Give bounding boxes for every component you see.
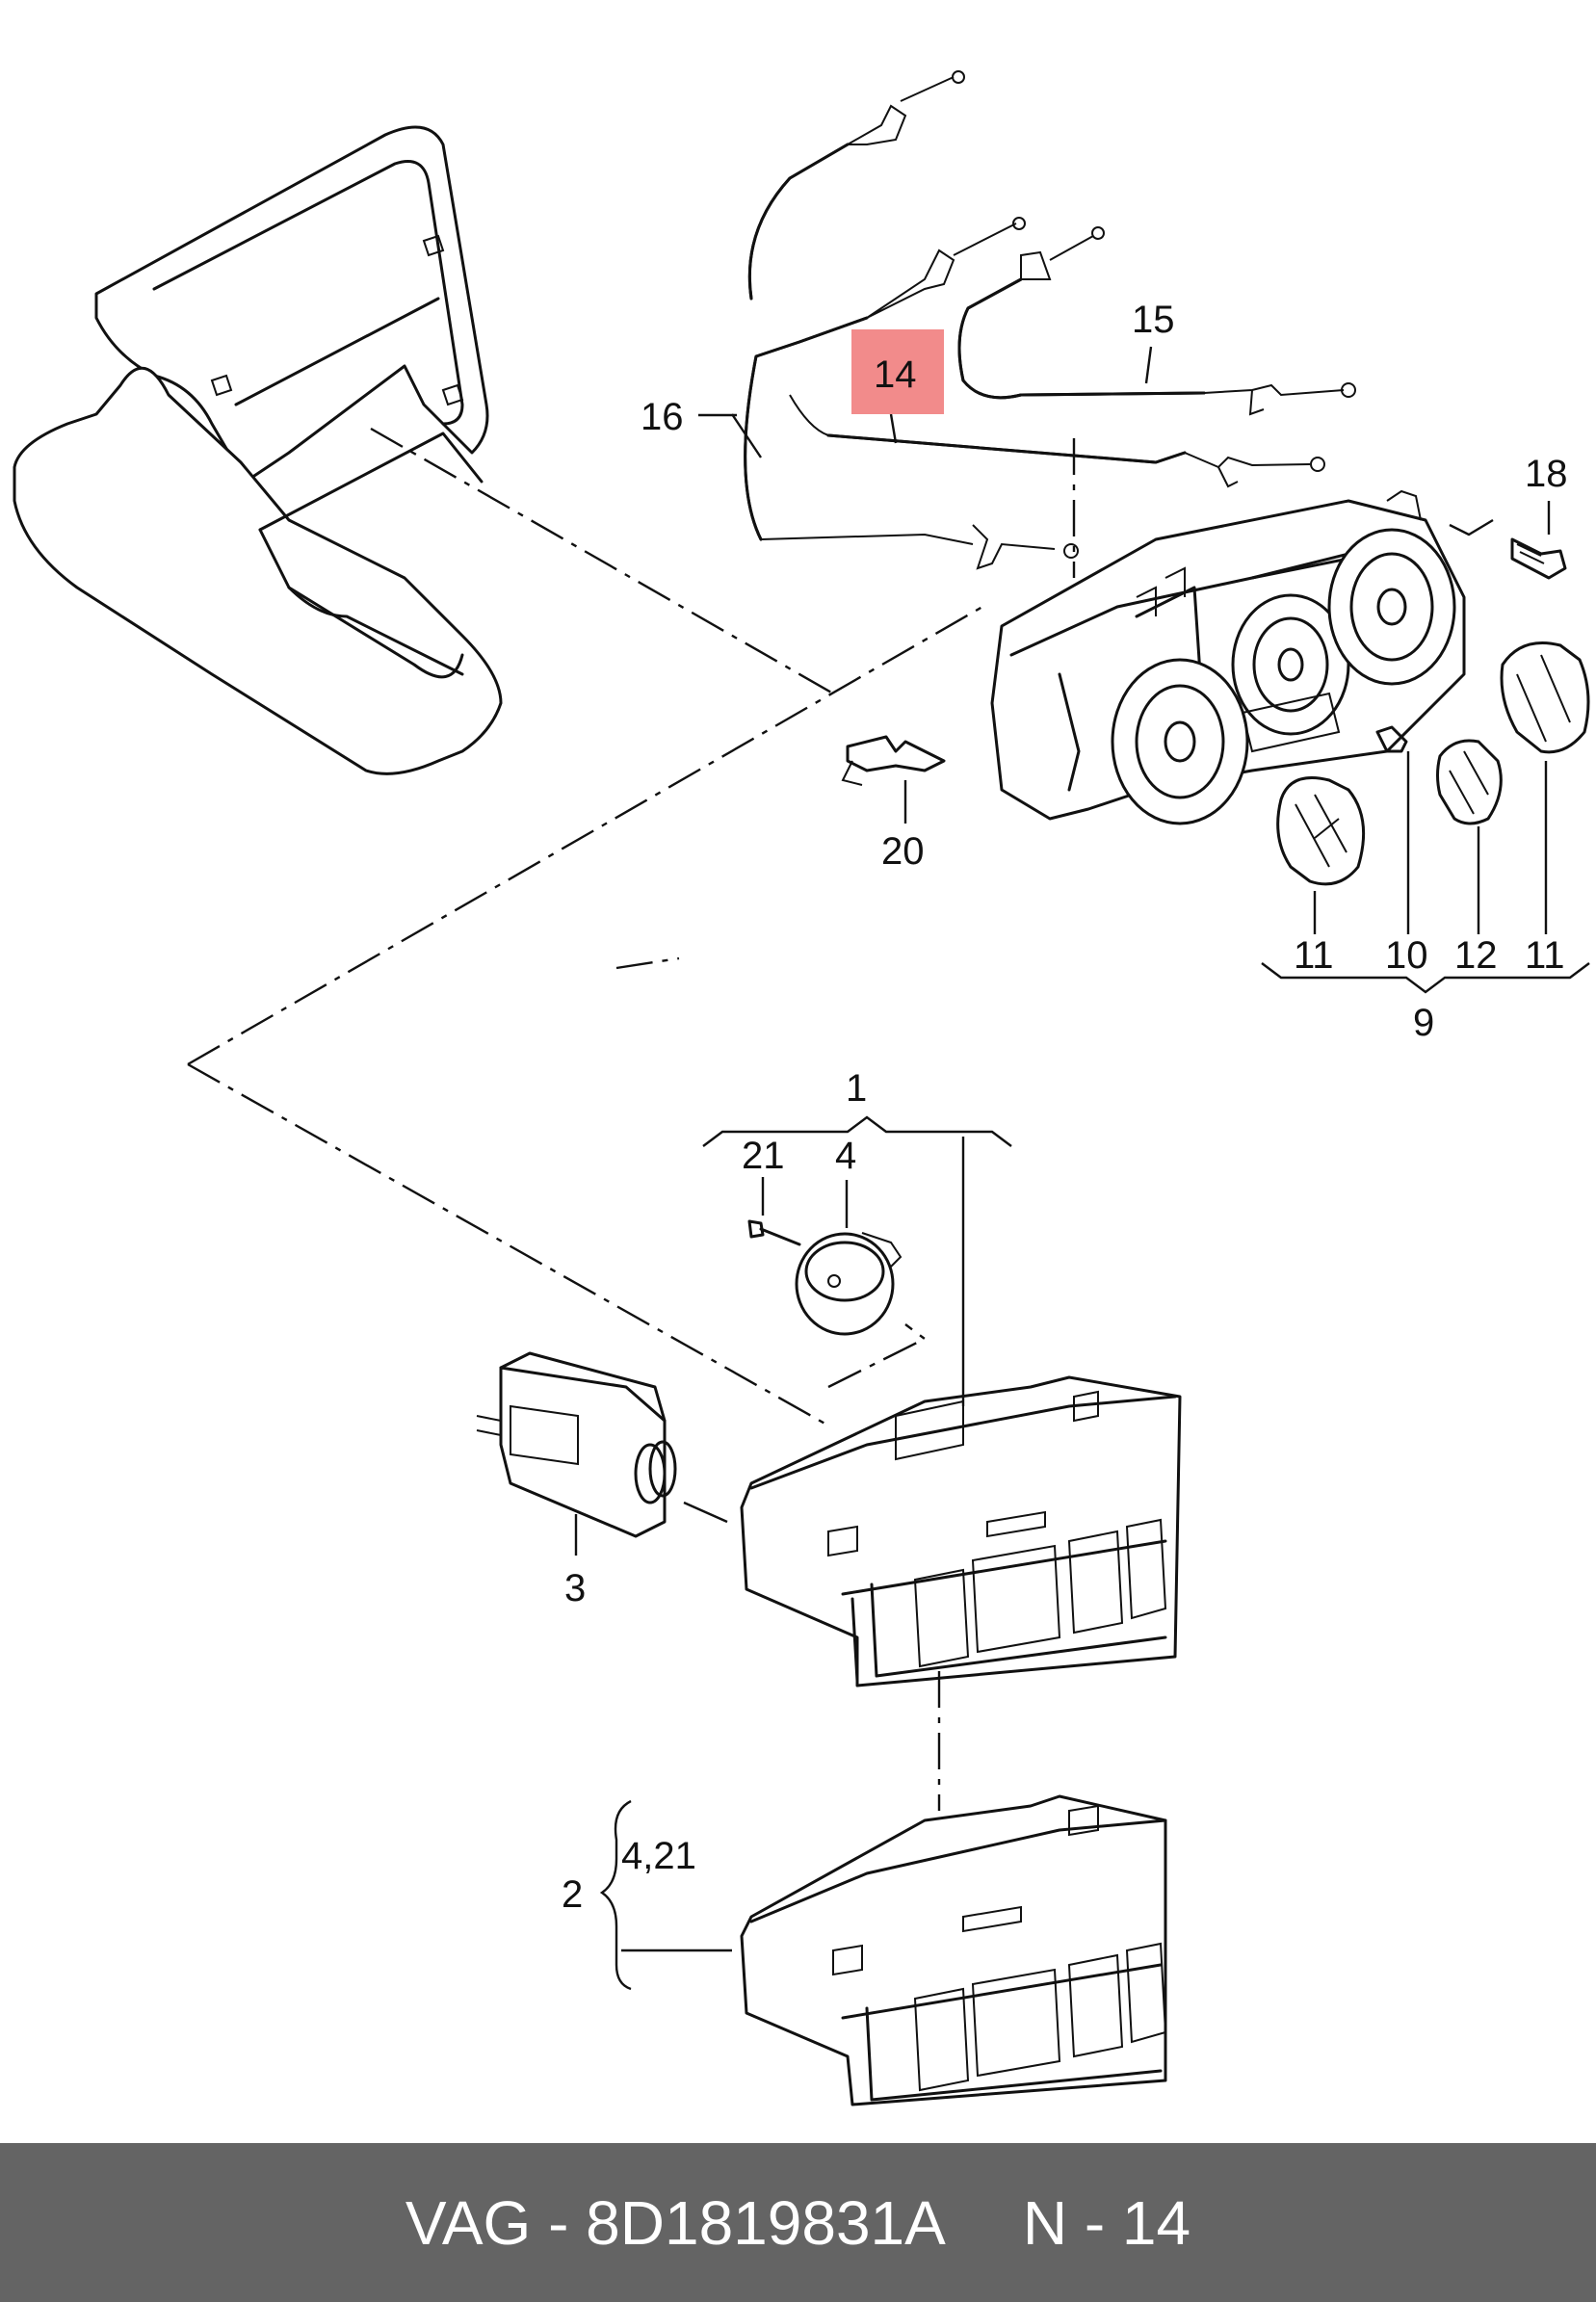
part-number-text: VAG - 8D1819831A — [405, 2187, 946, 2258]
callout-3: 3 — [564, 1567, 586, 1609]
callout-18: 18 — [1525, 453, 1568, 495]
screw-21 — [747, 1219, 801, 1246]
diagram-canvas: 16 14 15 18 20 11 10 12 11 9 1 21 4 3 4,… — [13, 70, 1590, 2106]
callout-4-21: 4,21 — [621, 1835, 696, 1877]
callout-21: 21 — [742, 1135, 785, 1177]
rotary-knobs — [1276, 641, 1590, 886]
callout-11-right: 11 — [1525, 934, 1565, 977]
callout-4: 4 — [835, 1135, 856, 1177]
leader-lines — [574, 346, 1590, 1991]
callout-1: 1 — [846, 1067, 867, 1110]
temperature-motor-4 — [795, 1232, 903, 1336]
assembly-lines — [187, 427, 1076, 1811]
control-cables — [744, 70, 1356, 570]
callout-11-left: 11 — [1294, 934, 1334, 977]
sensor-module-3 — [476, 1351, 677, 1538]
page-reference-text: N - 14 — [1022, 2187, 1191, 2258]
callout-14: 14 — [874, 353, 917, 396]
callout-9: 9 — [1413, 1002, 1434, 1044]
screw-18 — [1510, 537, 1567, 580]
callout-20: 20 — [881, 830, 925, 873]
callout-15: 15 — [1132, 299, 1175, 341]
heater-control-housing — [990, 489, 1466, 825]
highlight-box-14 — [851, 329, 944, 414]
clip-20 — [841, 735, 946, 786]
callout-12: 12 — [1454, 934, 1498, 977]
callout-10: 10 — [1385, 934, 1428, 977]
callout-labels: 16 14 15 18 20 11 10 12 11 9 1 21 4 3 4,… — [562, 299, 1568, 1916]
callout-16: 16 — [641, 396, 684, 438]
part-number-footer: VAG - 8D1819831A N - 14 — [0, 2143, 1596, 2302]
console-trim-frame — [13, 125, 503, 775]
climate-control-module-2 — [740, 1794, 1167, 2106]
climate-control-module-1 — [740, 1375, 1182, 1687]
callout-2: 2 — [562, 1873, 583, 1916]
exploded-parts-diagram: 16 14 15 18 20 11 10 12 11 9 1 21 4 3 4,… — [13, 70, 1590, 2106]
